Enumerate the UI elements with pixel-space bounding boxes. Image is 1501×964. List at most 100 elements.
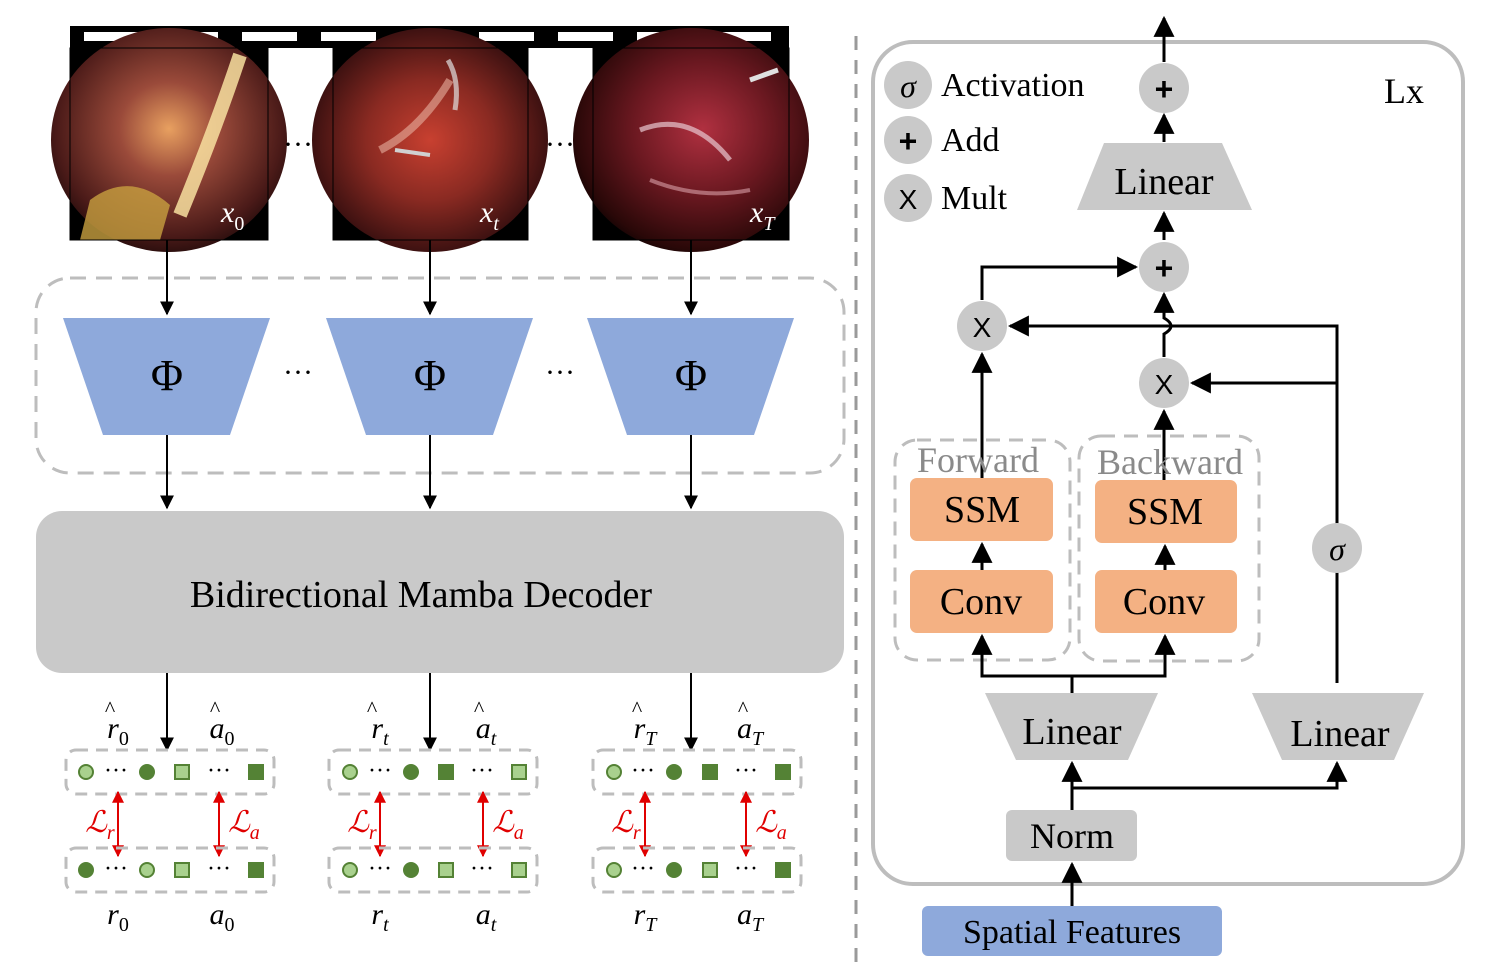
svg-text:^: ^ <box>105 696 116 721</box>
ssm-forward-label: SSM <box>944 489 1020 531</box>
loss-r-label-t: ℒr <box>347 806 377 844</box>
svg-text:···: ··· <box>104 856 128 882</box>
backward-label: Backward <box>1097 442 1243 482</box>
gt-a-label-t: at <box>476 898 497 936</box>
legend: σ Activation + Add X Mult <box>884 61 1085 222</box>
encoder-ellipsis-2: ··· <box>545 356 575 389</box>
pred-r-label-t: rt <box>371 712 389 750</box>
loss-a-label-t: ℒa <box>492 806 524 844</box>
svg-text:···: ··· <box>631 758 655 784</box>
svg-text:+: + <box>1155 250 1174 286</box>
encoder-symbol-t: Φ <box>414 351 446 400</box>
pred-r-label-0: r0 <box>107 712 129 750</box>
conv-backward-block <box>1095 570 1237 633</box>
add-node-top <box>1139 63 1189 113</box>
left-panel: x0 xt xT ··· ··· <box>34 26 846 936</box>
gt-a-label-T: aT <box>737 898 765 936</box>
svg-text:^: ^ <box>367 696 378 721</box>
add-node-middle <box>1139 242 1189 292</box>
pred-box-T <box>591 748 803 796</box>
svg-text:σ: σ <box>900 68 917 104</box>
decoder-box <box>36 511 844 673</box>
svg-text:X: X <box>1155 369 1174 400</box>
svg-text:···: ··· <box>368 856 392 882</box>
ssm-forward-block <box>910 478 1053 541</box>
gt-r-label-t: rt <box>371 898 389 936</box>
forward-label: Forward <box>917 440 1039 480</box>
svg-text:+: + <box>899 123 918 159</box>
conv-forward-label: Conv <box>940 581 1022 623</box>
svg-text:···: ··· <box>631 856 655 882</box>
svg-text:X: X <box>973 312 992 343</box>
frame-label-x0: x0 <box>220 196 244 235</box>
frame-label-xt: xt <box>479 196 499 235</box>
pred-box-t <box>327 748 539 796</box>
conv-backward-label: Conv <box>1123 581 1205 623</box>
gt-r-label-0: r0 <box>107 898 129 936</box>
svg-text:···: ··· <box>104 758 128 784</box>
frame-xT: xT <box>573 28 809 252</box>
encoder-group-box <box>34 276 846 475</box>
ssm-backward-label: SSM <box>1127 491 1203 533</box>
frame-label-xT: xT <box>749 196 776 235</box>
svg-text:+: + <box>1155 71 1174 107</box>
mult-node-forward <box>957 301 1007 351</box>
legend-mult-label: Mult <box>941 180 1008 217</box>
linear-left-block <box>985 693 1158 760</box>
output-group-t: rt ^ at ^ ··· ··· ℒr ℒa ··· ··· rt at <box>327 696 539 936</box>
frame-xt: xt <box>312 28 548 252</box>
legend-add-icon <box>884 116 932 164</box>
encoder-t: Φ <box>326 318 533 435</box>
decoder-label: Bidirectional Mamba Decoder <box>190 574 653 616</box>
conv-forward-block <box>910 570 1053 633</box>
frame-x0: x0 <box>51 28 287 252</box>
encoder-T: Φ <box>587 318 794 435</box>
linear-left-label: Linear <box>1022 711 1122 753</box>
svg-text:···: ··· <box>734 856 758 882</box>
repeat-label: Lx <box>1384 71 1424 111</box>
encoder-ellipsis-1: ··· <box>283 356 313 389</box>
encoder-symbol-T: Φ <box>675 351 707 400</box>
svg-text:^: ^ <box>738 696 749 721</box>
svg-text:^: ^ <box>632 696 643 721</box>
spatial-features-label: Spatial Features <box>963 914 1181 951</box>
legend-activation-label: Activation <box>941 67 1085 104</box>
sigma-node <box>1312 523 1362 573</box>
loss-a-label-T: ℒa <box>755 806 787 844</box>
svg-text:···: ··· <box>470 856 494 882</box>
loss-a-label-0: ℒa <box>228 806 260 844</box>
top-linear-label: Linear <box>1114 161 1214 203</box>
right-panel: σ Activation + Add X Mult Lx + Linear + … <box>871 15 1465 956</box>
loss-r-label-T: ℒr <box>611 806 641 844</box>
svg-text:···: ··· <box>207 856 231 882</box>
frame-ellipsis-2: ··· <box>545 128 575 161</box>
encoder-symbol-0: Φ <box>151 351 183 400</box>
ssm-backward-block <box>1095 480 1237 543</box>
svg-text:···: ··· <box>734 758 758 784</box>
output-group-0: r0 ^ a0 ^ ··· ··· ℒr ℒa ··· ··· r0 a0 <box>64 696 276 936</box>
legend-add-label: Add <box>941 122 1000 159</box>
svg-text:^: ^ <box>210 696 221 721</box>
spatial-features-block <box>922 906 1222 956</box>
gt-box-0 <box>64 846 276 894</box>
gt-r-label-T: rT <box>634 898 659 936</box>
backward-group-box <box>1077 434 1261 663</box>
legend-sigma-icon <box>884 61 932 109</box>
linear-right-label: Linear <box>1290 713 1390 755</box>
frame-ellipsis-1: ··· <box>283 128 313 161</box>
svg-text:···: ··· <box>470 758 494 784</box>
pred-a-label-t: at <box>476 712 497 750</box>
output-group-T: rT ^ aT ^ ··· ··· ℒr ℒa ··· ··· rT aT <box>591 696 803 936</box>
linear-right-block <box>1252 693 1424 760</box>
legend-mult-icon <box>884 174 932 222</box>
loss-r-label-0: ℒr <box>85 806 115 844</box>
mult-node-backward <box>1139 358 1189 408</box>
svg-text:···: ··· <box>207 758 231 784</box>
norm-label: Norm <box>1030 816 1114 856</box>
pred-r-label-T: rT <box>634 712 659 750</box>
mamba-block <box>871 40 1465 886</box>
gt-box-t <box>327 846 539 894</box>
svg-text:σ: σ <box>1329 531 1346 567</box>
svg-text:X: X <box>899 184 918 215</box>
